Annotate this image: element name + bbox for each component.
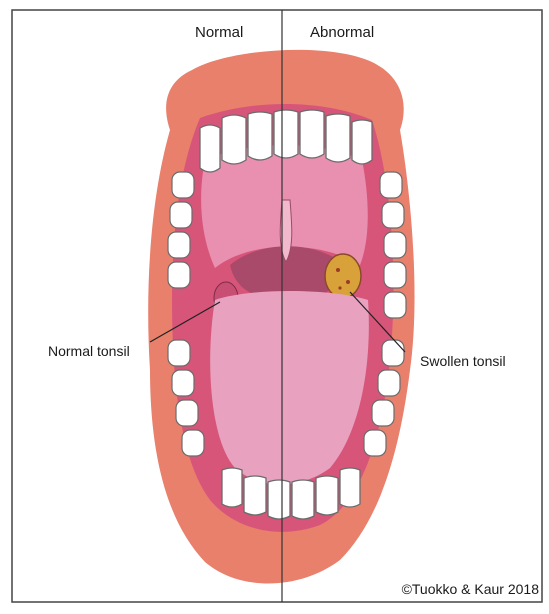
normal-tonsil-label: Normal tonsil <box>48 343 130 359</box>
copyright-credit: ©Tuokko & Kaur 2018 <box>402 581 539 597</box>
swollen-tonsil-label: Swollen tonsil <box>420 353 506 369</box>
normal-header: Normal <box>195 24 243 41</box>
swollen-tonsil <box>325 254 361 298</box>
abnormal-header: Abnormal <box>310 24 374 41</box>
